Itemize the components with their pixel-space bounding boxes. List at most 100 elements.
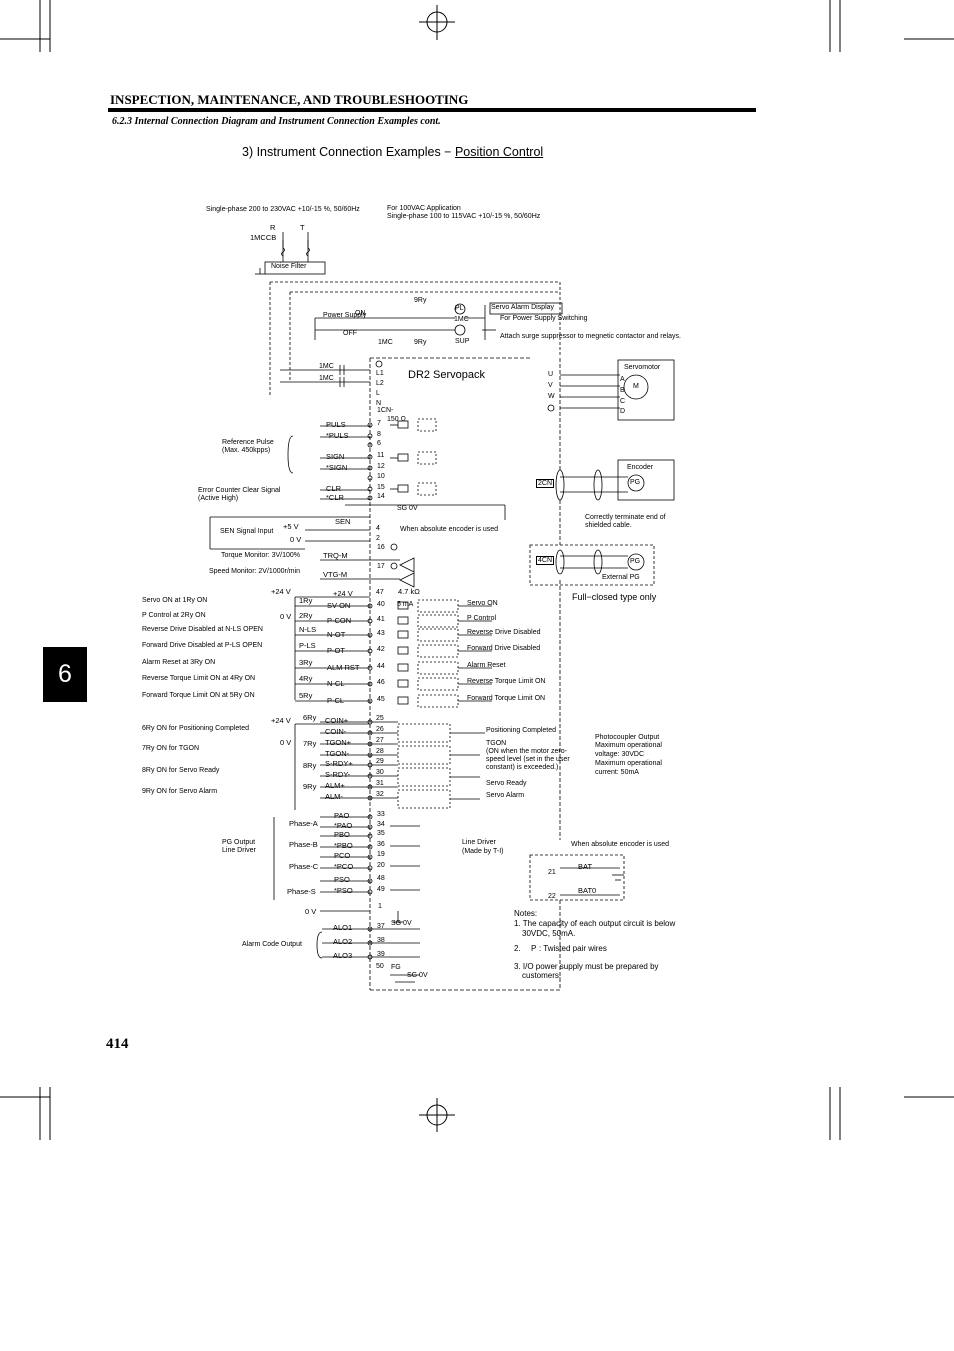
input-pin: 44 bbox=[377, 663, 385, 670]
pin-terminal bbox=[367, 681, 373, 687]
pg-signal-name: *PBO bbox=[334, 841, 353, 850]
shield-note-1: Correctly terminate end of bbox=[585, 514, 666, 521]
pin-terminal bbox=[367, 762, 373, 768]
ref-pulse-2: (Max. 450kpps) bbox=[222, 447, 271, 454]
input-relay: 2Ry bbox=[299, 611, 313, 620]
output-signal-name: S-RDY- bbox=[325, 770, 351, 779]
out-tgon-4: constant) is exceeded.) bbox=[486, 764, 559, 771]
output-desc: 9Ry ON for Servo Alarm bbox=[142, 788, 218, 795]
sg0v-label-3: SG 0V bbox=[407, 972, 428, 979]
pin-terminal bbox=[367, 854, 373, 860]
output-pin: 30 bbox=[376, 769, 384, 776]
pin-terminal bbox=[367, 926, 373, 932]
out-positioning: Positioning Completed bbox=[486, 727, 557, 734]
err-clear-2: (Active High) bbox=[198, 495, 239, 502]
monitor-signal-name: TRQ-M bbox=[323, 551, 348, 560]
pin-terminal bbox=[367, 730, 373, 736]
bat0-label: BAT0 bbox=[578, 886, 597, 895]
input-output-label: Forward Torque Limit ON bbox=[467, 695, 546, 702]
pg-signal-name: PCO bbox=[334, 851, 351, 860]
out-alarm: Servo Alarm bbox=[486, 792, 525, 799]
mc1-line-2: 1MC bbox=[319, 375, 334, 382]
sg0v-label-1: SG 0V bbox=[397, 505, 418, 512]
motor-pin-b: B bbox=[620, 387, 625, 394]
input-relay: 3Ry bbox=[299, 658, 313, 667]
photo-1: Photocoupler Output bbox=[595, 734, 660, 741]
alarm-signal-name: ALO3 bbox=[333, 951, 353, 960]
output-desc: 8Ry ON for Servo Ready bbox=[142, 767, 220, 774]
input-pin: 42 bbox=[377, 646, 385, 653]
sen-pin-4: 4 bbox=[376, 525, 380, 532]
pin-terminal bbox=[367, 486, 373, 492]
output-signal-name: TGON- bbox=[325, 749, 350, 758]
input-signal-name: ALM RST bbox=[327, 663, 360, 672]
torque-monitor-label: Torque Monitor: 3V/100% bbox=[221, 552, 300, 559]
ref-signal-pin: 10 bbox=[377, 473, 385, 480]
pg-signal-name: PAO bbox=[334, 811, 350, 820]
out-ready: Servo Ready bbox=[486, 780, 527, 787]
pin-1: 1 bbox=[378, 903, 382, 910]
out-tgon-1: TGON bbox=[486, 740, 507, 747]
input-optocoupler bbox=[417, 644, 459, 658]
photo-4: Maximum operational bbox=[595, 760, 662, 767]
err-clear-1: Error Counter Clear Signal bbox=[198, 487, 281, 494]
terminal-l1: L1 bbox=[376, 370, 384, 377]
input-resistor bbox=[397, 630, 409, 639]
power-supply-label: Power Supply bbox=[323, 312, 367, 319]
section-subtitle: 6.2.3 Internal Connection Diagram and In… bbox=[112, 116, 441, 127]
cn2-label: 2CN bbox=[536, 479, 555, 488]
note-2-twisted-pair-icon: P bbox=[531, 944, 537, 953]
pg-output-2: Line Driver bbox=[222, 847, 256, 854]
pin-terminal bbox=[367, 833, 373, 839]
ref-resistor bbox=[397, 453, 409, 462]
terminal-v: V bbox=[548, 382, 553, 389]
notes-title: Notes: bbox=[514, 909, 538, 918]
phase-b: Phase-B bbox=[289, 840, 318, 849]
ref-signal-pin: 12 bbox=[377, 463, 385, 470]
r47k-label: 4.7 kΩ bbox=[398, 587, 420, 596]
relay-9ry-top: 9Ry bbox=[414, 297, 427, 304]
ref-signal-name: PULS bbox=[326, 420, 346, 429]
pg-signal-name: *PCO bbox=[334, 862, 354, 871]
relay-9ry-bottom: 9Ry bbox=[414, 339, 427, 346]
output-signal-name: TGON+ bbox=[325, 738, 352, 747]
bat-pin-21: 21 bbox=[548, 869, 556, 876]
ref-signal-name: *PULS bbox=[326, 431, 349, 440]
input-pin: 43 bbox=[377, 630, 385, 637]
pg-pin: 19 bbox=[377, 851, 385, 858]
ref-optocoupler bbox=[417, 451, 437, 465]
pin-terminal bbox=[367, 465, 373, 471]
pin-terminal bbox=[367, 865, 373, 871]
plus24v-in: +24 V bbox=[271, 587, 291, 596]
pl-label: PL bbox=[455, 305, 464, 312]
header-rule bbox=[108, 108, 756, 112]
pin-47: 47 bbox=[376, 589, 384, 596]
shield-note-2: shielded cable. bbox=[585, 522, 632, 529]
pin-terminal bbox=[367, 773, 373, 779]
input-signal-name: P-OT bbox=[327, 646, 345, 655]
supply-label-left: Single-phase 200 to 230VAC +10/-15 %, 50… bbox=[206, 206, 360, 213]
alarm-signal-name: ALO2 bbox=[333, 937, 353, 946]
terminal-l: L bbox=[376, 390, 380, 397]
on-label: ON bbox=[355, 310, 366, 317]
input-resistor bbox=[397, 679, 409, 688]
sen-note: When absolute encoder is used bbox=[400, 526, 499, 533]
sup-label: SUP bbox=[455, 338, 470, 345]
input-desc: Forward Drive Disabled at P-LS OPEN bbox=[142, 642, 263, 649]
input-output-label: Servo ON bbox=[467, 600, 498, 607]
output-pin: 26 bbox=[376, 726, 384, 733]
input-output-label: P Control bbox=[467, 615, 497, 622]
input-optocoupler bbox=[417, 614, 459, 628]
photo-2: Maximum operational bbox=[595, 742, 662, 749]
pg-signal-name: PBO bbox=[334, 830, 350, 839]
input-relay: N-LS bbox=[299, 625, 317, 634]
input-resistor bbox=[397, 616, 409, 625]
ref-resistor bbox=[397, 484, 409, 493]
pin-terminal bbox=[367, 814, 373, 820]
alarm-pin: 39 bbox=[377, 951, 385, 958]
pg-signal-name: *PSO bbox=[334, 886, 353, 895]
sg0v-label-2: SG 0V bbox=[391, 920, 412, 927]
input-optocoupler bbox=[417, 677, 459, 691]
title-link: Position Control bbox=[454, 145, 544, 159]
external-pg-symbol: PG bbox=[630, 558, 641, 565]
